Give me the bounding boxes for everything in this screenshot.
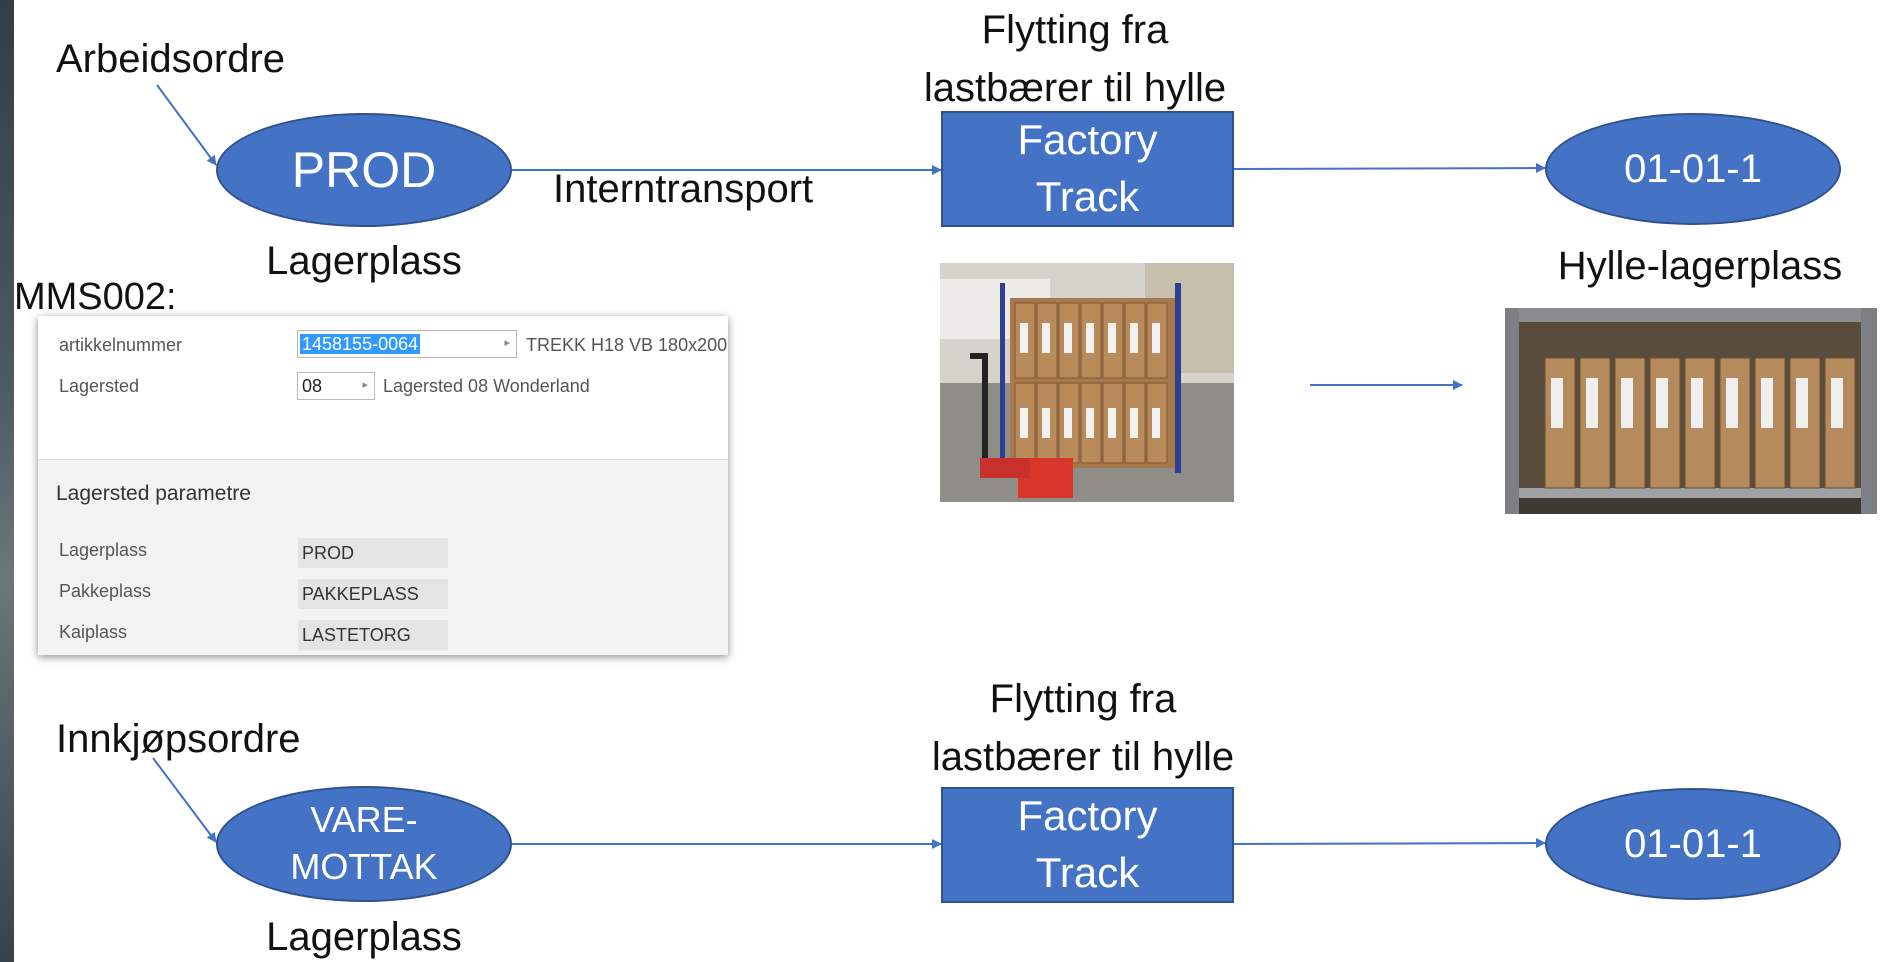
edge-label-interntransport: Interntransport: [553, 167, 814, 211]
item-number-caret-icon: ▸: [504, 337, 510, 349]
item-number-value: 1458155-0064: [300, 334, 421, 354]
process-caption-bottom: Flytting fra lastbærer til hylle: [888, 670, 1278, 786]
source-label-innkjopsordre: Innkjøpsordre: [56, 717, 301, 761]
node-shelf-bottom: 01-01-1: [1545, 788, 1841, 900]
param-value-pakkeplass: PAKKEPLASS: [298, 579, 448, 609]
warehouse-caret-icon: ▸: [362, 379, 368, 391]
node-shelf-top: 01-01-1: [1545, 113, 1841, 225]
process-caption-top-line-2: lastbærer til hylle: [923, 66, 1227, 110]
node-factory-track-bottom-line-2: Track: [1035, 849, 1140, 896]
node-varemottak: VARE- MOTTAK: [216, 786, 512, 902]
caption-lagerplass-top: Lagerplass: [266, 239, 462, 283]
parameters-section: Lagersted parametre Lagerplass PROD Pakk…: [38, 459, 728, 655]
source-label-arbeidsordre: Arbeidsordre: [56, 37, 286, 81]
form-title: MMS002:: [14, 276, 177, 318]
param-label-kaiplass: Kaiplass: [59, 622, 128, 642]
arrow-innkjopsordre-to-varemottak: [152, 757, 217, 843]
process-caption-top: Flytting fra lastbærer til hylle: [880, 1, 1270, 117]
pallet-photo: [940, 263, 1234, 502]
param-label-pakkeplass: Pakkeplass: [59, 581, 152, 601]
arrow-arbeidsordre-to-prod: [156, 84, 217, 166]
pallet-photo-image: [940, 263, 1234, 502]
item-description: TREKK H18 VB 180x200: [526, 335, 728, 355]
caption-lagerplass-bottom: Lagerplass: [266, 915, 462, 959]
mms002-form: artikkelnummer 1458155-0064 ▸ TREKK H18 …: [38, 316, 728, 655]
warehouse-value: 08: [302, 376, 323, 396]
param-value-lagerplass: PROD: [298, 538, 448, 568]
warehouse-description: Lagersted 08 Wonderland: [383, 376, 590, 396]
node-prod-label: PROD: [291, 142, 437, 198]
node-shelf-top-label: 01-01-1: [1624, 146, 1762, 191]
node-factory-track-top-line-2: Track: [1035, 173, 1140, 220]
param-value-kaiplass: LASTETORG: [298, 620, 448, 650]
warehouse-field[interactable]: 08 ▸: [297, 372, 375, 400]
shelf-photo: [1505, 308, 1877, 514]
item-number-label: artikkelnummer: [59, 335, 183, 355]
node-shelf-bottom-label: 01-01-1: [1624, 821, 1762, 866]
node-varemottak-line-1: VARE-: [310, 799, 418, 841]
process-caption-bottom-line-1: Flytting fra: [989, 677, 1177, 721]
item-number-field[interactable]: 1458155-0064 ▸: [297, 330, 517, 358]
arrow-factory-track-to-shelf-bottom: [1233, 838, 1546, 849]
caption-hylle-lagerplass: Hylle-lagerplass: [1557, 244, 1843, 288]
node-factory-track-bottom-line-1: Factory: [1017, 792, 1158, 840]
node-prod: PROD: [216, 113, 512, 227]
node-factory-track-top: Factory Track: [941, 111, 1234, 227]
warehouse-label: Lagersted: [59, 376, 140, 396]
arrow-factory-track-to-shelf: [1233, 163, 1546, 174]
node-factory-track-top-line-1: Factory: [1017, 116, 1158, 164]
node-varemottak-line-2: MOTTAK: [290, 846, 438, 887]
shelf-photo-image: [1505, 308, 1877, 514]
process-caption-bottom-line-2: lastbærer til hylle: [931, 735, 1235, 779]
parameters-section-title: Lagersted parametre: [56, 482, 251, 505]
param-label-lagerplass: Lagerplass: [59, 540, 148, 560]
node-factory-track-bottom: Factory Track: [941, 787, 1234, 903]
background-edge-strip: [0, 0, 14, 962]
process-caption-top-line-1: Flytting fra: [981, 8, 1169, 52]
